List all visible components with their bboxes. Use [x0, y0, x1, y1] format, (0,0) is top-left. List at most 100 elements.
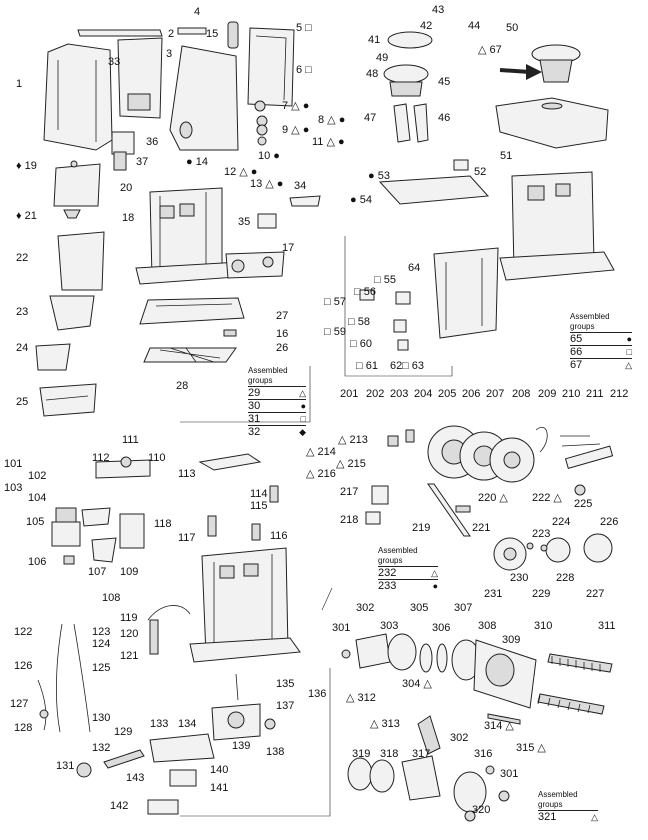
legend-number: 29: [248, 387, 261, 399]
spout-group: [383, 31, 609, 149]
legend-row: 30 ●: [248, 399, 306, 412]
label-56: □ 56: [354, 286, 376, 298]
assembled-groups-legend-c: Assembled groups 232△ 233●: [378, 546, 438, 592]
legend-row: 321△: [538, 810, 598, 823]
label-9: 9 △ ●: [282, 124, 310, 136]
label-225: 225: [574, 498, 593, 510]
label-142: 142: [110, 800, 129, 812]
label-116: 116: [270, 530, 288, 542]
label-114: 114: [250, 488, 268, 500]
label-6: 6 □: [296, 64, 312, 76]
legend-row: 31□: [248, 412, 306, 425]
label-218: 218: [340, 514, 359, 526]
label-104: 104: [28, 492, 47, 504]
label-141: 141: [210, 782, 229, 794]
label-206: 206: [462, 388, 481, 400]
label-51: 51: [500, 150, 513, 162]
legend-symbol: △: [299, 388, 306, 398]
arrow-head-icon: [526, 64, 542, 80]
label-34: 34: [294, 180, 307, 192]
label-316: 316: [474, 748, 493, 760]
label-121: 121: [120, 650, 139, 662]
section-divider: [321, 587, 333, 611]
legend-number: 32: [248, 426, 261, 438]
legend-symbol: ◆: [299, 427, 306, 437]
label-22: 22: [16, 252, 29, 264]
label-44: 44: [468, 20, 481, 32]
label-11: 11 △ ●: [312, 136, 345, 148]
label-208: 208: [512, 388, 531, 400]
legend-row: 67△: [570, 358, 632, 371]
legend-symbol: △: [431, 568, 438, 578]
legend-symbol: ●: [432, 581, 438, 591]
label-215: △ 215: [336, 458, 366, 470]
legend-number: 31: [248, 413, 261, 425]
label-55: □ 55: [374, 274, 396, 286]
label-320: 320: [472, 804, 491, 816]
label-118: 118: [154, 518, 172, 530]
label-45: 45: [438, 76, 451, 88]
label-17: 17: [282, 242, 295, 254]
label-310: 310: [534, 620, 553, 632]
label-115: 115: [250, 500, 268, 512]
label-219: 219: [412, 522, 431, 534]
label-57: □ 57: [324, 296, 346, 308]
label-105: 105: [26, 516, 45, 528]
label-28: 28: [176, 380, 189, 392]
label-47: 47: [364, 112, 377, 124]
legend-row: 65●: [570, 332, 632, 345]
label-106: 106: [28, 556, 47, 568]
label-125: 125: [92, 662, 111, 674]
label-42: 42: [420, 20, 433, 32]
label-2: 2: [168, 28, 175, 40]
label-138: 138: [266, 746, 285, 758]
label-226: 226: [600, 516, 619, 528]
pump-group: [37, 453, 301, 733]
label-103: 103: [4, 482, 23, 494]
label-120: 120: [120, 628, 139, 640]
label-305: 305: [410, 602, 429, 614]
label-112: 112: [92, 452, 110, 464]
legend-symbol: △: [625, 360, 632, 370]
label-18: 18: [122, 212, 135, 224]
label-113: 113: [178, 468, 196, 480]
legend-number: 30: [248, 400, 261, 412]
label-102: 102: [28, 470, 47, 482]
label-319: 319: [352, 748, 371, 760]
legend-number: 233: [378, 580, 397, 592]
label-109: 109: [120, 566, 139, 578]
label-27: 27: [276, 310, 289, 322]
label-33: 33: [108, 56, 121, 68]
legend-title: Assembled groups: [378, 546, 418, 565]
label-107: 107: [88, 566, 107, 578]
label-111: 111: [122, 434, 139, 446]
legend-number: 65: [570, 333, 583, 345]
label-301: 301: [332, 622, 351, 634]
label-210: 210: [562, 388, 581, 400]
label-64: 64: [408, 262, 421, 274]
frame-18: [135, 187, 321, 363]
legend-row: 233 ●: [378, 579, 438, 592]
label-60: □ 60: [350, 338, 372, 350]
label-309: 309: [502, 634, 521, 646]
label-52: 52: [474, 166, 487, 178]
label-37: 37: [136, 156, 149, 168]
label-223: 223: [532, 528, 551, 540]
legend-symbol: ●: [300, 401, 306, 411]
label-314: 314 △: [484, 720, 514, 732]
label-217: 217: [340, 486, 359, 498]
label-213: △ 213: [338, 434, 368, 446]
label-143: 143: [126, 772, 145, 784]
label-127: 127: [10, 698, 29, 710]
section-divider: [180, 668, 331, 817]
label-318: 318: [380, 748, 399, 760]
label-311: 311: [598, 620, 616, 632]
label-20: 20: [120, 182, 133, 194]
label-228: 228: [556, 572, 575, 584]
label-117: 117: [178, 532, 196, 544]
label-61: □ 61: [356, 360, 378, 372]
label-23: 23: [16, 306, 29, 318]
label-131: 131: [56, 760, 75, 772]
label-108: 108: [102, 592, 121, 604]
valve-block: [76, 673, 276, 815]
